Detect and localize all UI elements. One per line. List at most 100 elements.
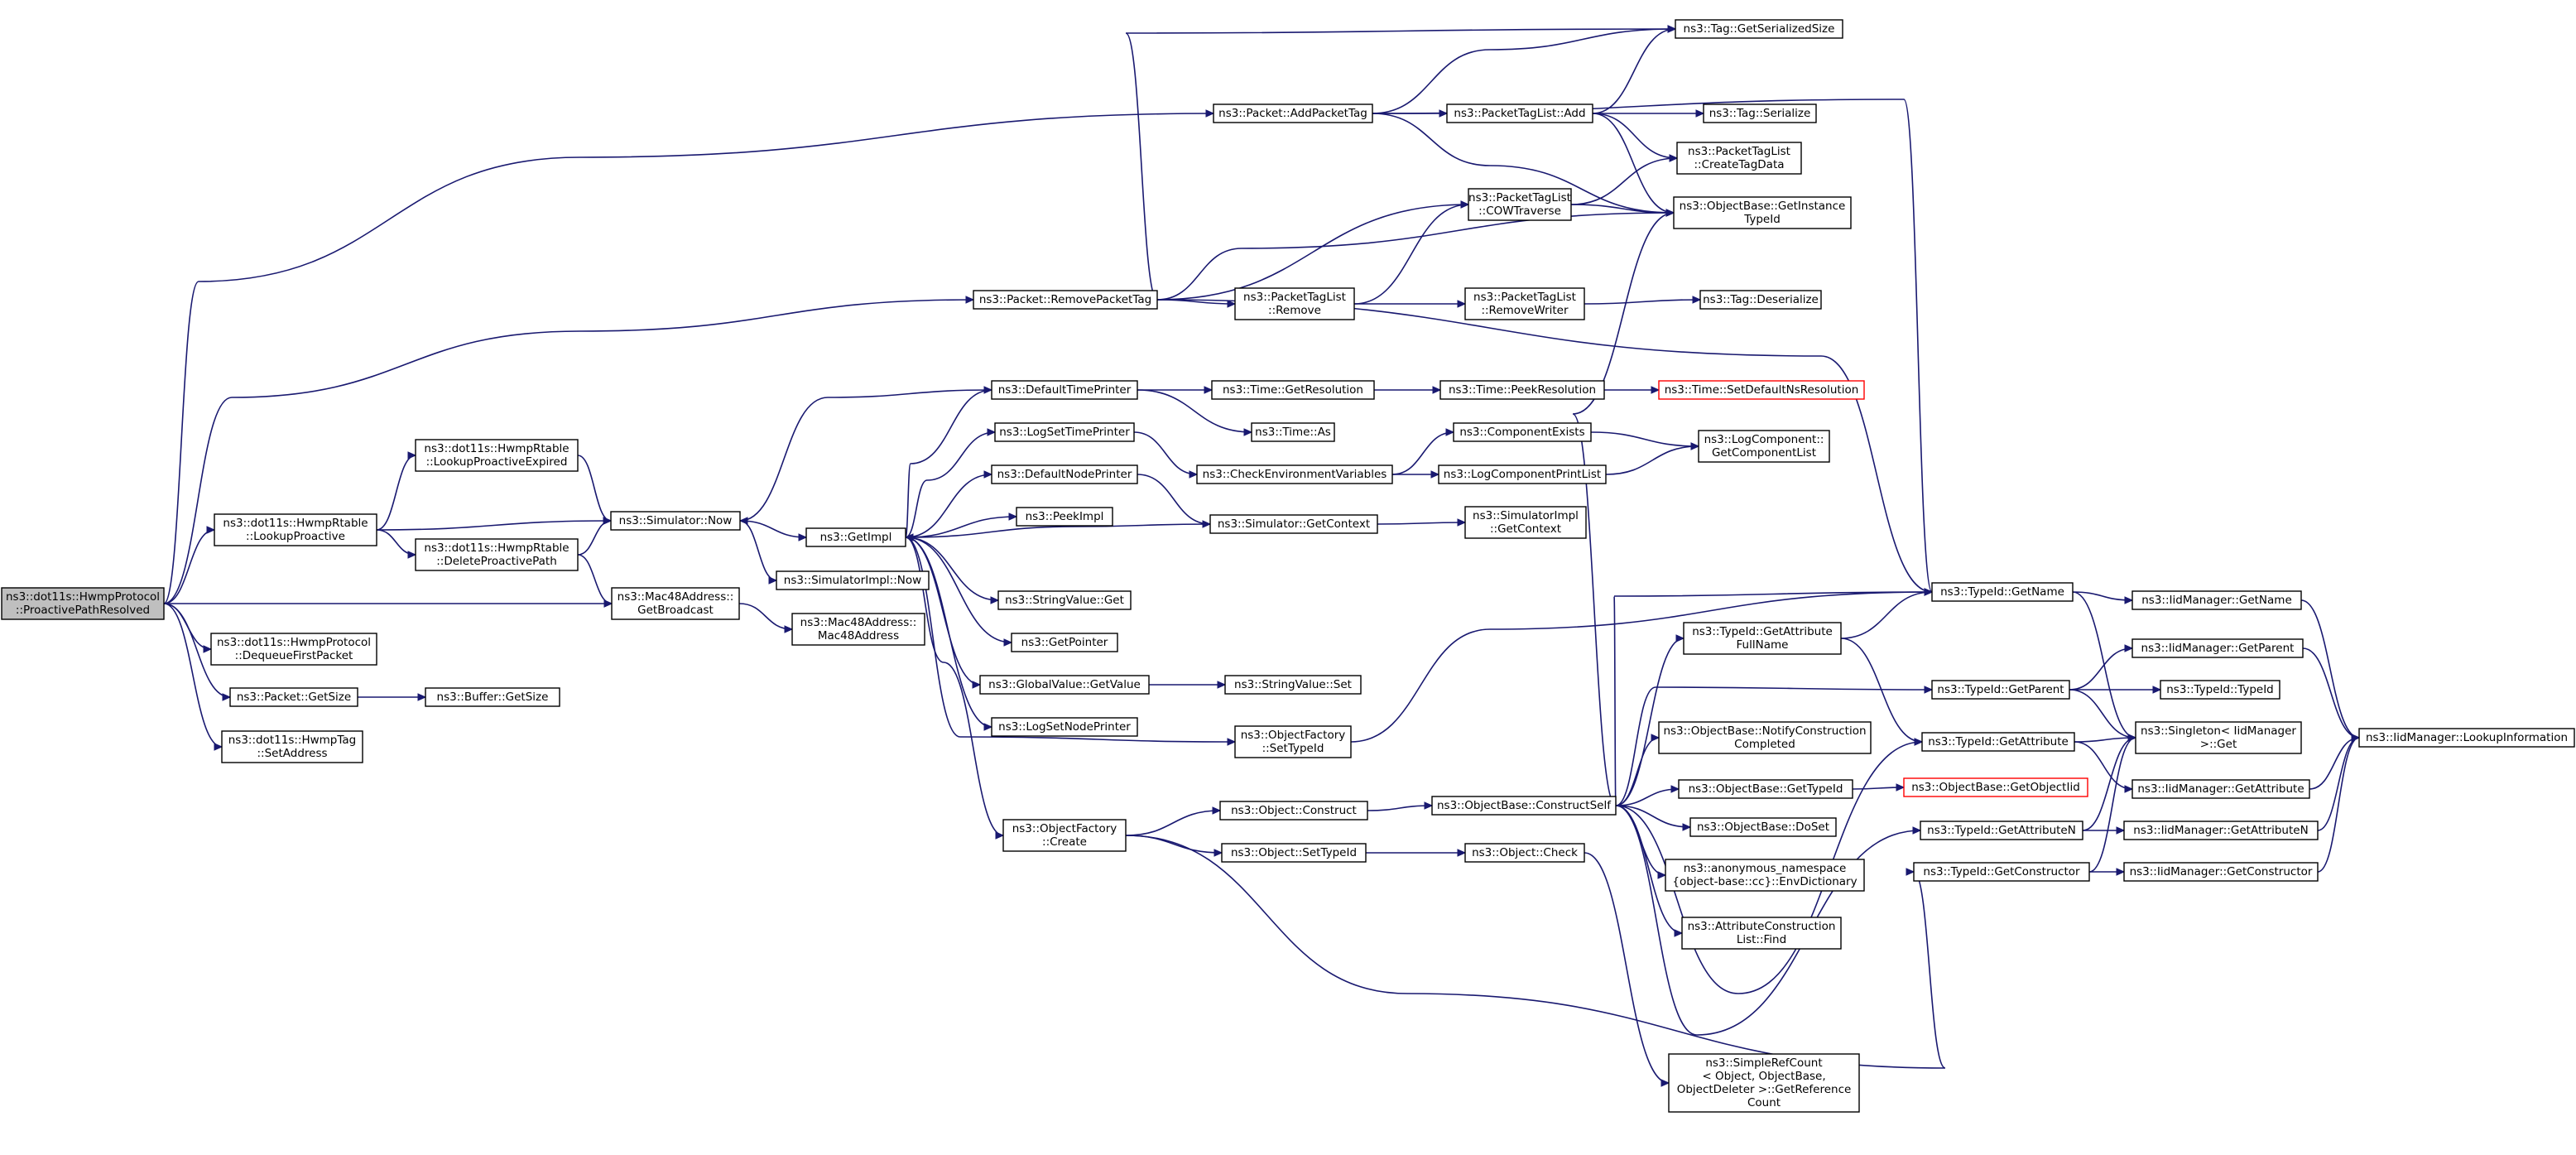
node-label: ns3::LogComponentPrintList <box>1444 468 1601 481</box>
graph-node-iidGetName[interactable]: ns3::IidManager::GetName <box>2131 590 2302 610</box>
graph-node-stringValueSet[interactable]: ns3::StringValue::Set <box>1224 675 1362 695</box>
graph-node-addPacketTag[interactable]: ns3::Packet::AddPacketTag <box>1213 103 1373 123</box>
graph-node-root[interactable]: ns3::dot11s::HwmpProtocol::ProactivePath… <box>1 587 165 620</box>
node-label: ::RemoveWriter <box>1481 304 1569 317</box>
graph-node-getComponentList[interactable]: ns3::LogComponent::GetComponentList <box>1698 430 1830 463</box>
graph-node-mac48Address[interactable]: ns3::Mac48Address::Mac48Address <box>791 613 925 646</box>
node-box <box>1011 633 1118 652</box>
node-box <box>1211 380 1375 400</box>
node-label: >::Get <box>2200 738 2237 751</box>
graph-node-removePacketTag[interactable]: ns3::Packet::RemovePacketTag <box>973 290 1158 310</box>
call-edge <box>2088 734 2137 873</box>
graph-node-setDefaultNsResolution[interactable]: ns3::Time::SetDefaultNsResolution <box>1658 380 1865 400</box>
graph-node-getPointer[interactable]: ns3::GetPointer <box>1011 633 1118 652</box>
call-edge <box>1133 431 1199 479</box>
graph-node-objectBaseGetTypeId[interactable]: ns3::ObjectBase::GetTypeId <box>1678 779 1853 799</box>
graph-node-setAddress[interactable]: ns3::dot11s::HwmpTag::SetAddress <box>221 730 363 763</box>
arrowhead <box>1651 734 1660 742</box>
node-label: Completed <box>1734 738 1795 751</box>
node-label: ns3::Object::SetTypeId <box>1231 846 1357 859</box>
graph-node-iidGetConstructor[interactable]: ns3::IidManager::GetConstructor <box>2123 862 2319 882</box>
node-box <box>1678 779 1853 799</box>
graph-node-typeIdGetParent[interactable]: ns3::TypeId::GetParent <box>1931 680 2070 700</box>
graph-node-peekImpl[interactable]: ns3::PeekImpl <box>1016 507 1113 527</box>
call-edge <box>163 109 1215 604</box>
graph-node-lookupProactive[interactable]: ns3::dot11s::HwmpRtable::LookupProactive <box>214 513 377 546</box>
node-box <box>1213 103 1373 123</box>
graph-node-componentExists[interactable]: ns3::ComponentExists <box>1453 422 1592 442</box>
graph-node-typeIdTypeId[interactable]: ns3::TypeId::TypeId <box>2160 680 2280 700</box>
graph-node-defaultTimePrinter[interactable]: ns3::DefaultTimePrinter <box>991 380 1138 400</box>
graph-node-simulatorNow[interactable]: ns3::Simulator::Now <box>610 511 741 531</box>
node-label: List::Find <box>1737 933 1786 946</box>
graph-node-defaultNodePrinter[interactable]: ns3::DefaultNodePrinter <box>991 464 1138 484</box>
graph-node-tagGetSerializedSize[interactable]: ns3::Tag::GetSerializedSize <box>1675 19 1843 39</box>
graph-node-globalValueGetValue[interactable]: ns3::GlobalValue::GetValue <box>979 675 1150 695</box>
graph-node-simulatorGetContext[interactable]: ns3::Simulator::GetContext <box>1209 514 1378 534</box>
graph-node-tagSerialize[interactable]: ns3::Tag::Serialize <box>1703 103 1817 123</box>
node-label: ns3::DefaultTimePrinter <box>998 383 1132 397</box>
graph-node-objectFactoryCreate[interactable]: ns3::ObjectFactory::Create <box>1002 819 1127 852</box>
graph-node-iidGetAttribute[interactable]: ns3::IidManager::GetAttribute <box>2131 779 2310 799</box>
graph-node-tagDeserialize[interactable]: ns3::Tag::Deserialize <box>1699 290 1822 310</box>
graph-node-objectCheck[interactable]: ns3::Object::Check <box>1464 843 1585 863</box>
call-edge <box>1377 518 1467 527</box>
call-edge <box>1354 300 1467 308</box>
graph-node-timePeekResolution[interactable]: ns3::Time::PeekResolution <box>1439 380 1605 400</box>
graph-node-objectConstruct[interactable]: ns3::Object::Construct <box>1219 801 1368 821</box>
graph-node-typeIdGetAttribute[interactable]: ns3::TypeId::GetAttribute <box>1921 732 2075 752</box>
graph-node-objectSetTypeId[interactable]: ns3::Object::SetTypeId <box>1221 843 1367 863</box>
graph-node-timeAs[interactable]: ns3::Time::As <box>1251 422 1335 442</box>
graph-node-typeIdGetName[interactable]: ns3::TypeId::GetName <box>1931 582 2074 602</box>
graph-node-iidGetParent[interactable]: ns3::IidManager::GetParent <box>2131 638 2304 658</box>
node-box <box>805 527 906 547</box>
graph-node-constructSelf[interactable]: ns3::ObjectBase::ConstructSelf <box>1431 796 1617 816</box>
node-label: ns3::CheckEnvironmentVariables <box>1203 468 1387 481</box>
graph-node-getBroadcast[interactable]: ns3::Mac48Address::GetBroadcast <box>611 587 740 620</box>
graph-node-packetTagListAdd[interactable]: ns3::PacketTagList::Add <box>1446 103 1593 123</box>
graph-node-singletonGet[interactable]: ns3::Singleton< IidManager >::Get <box>2135 721 2302 754</box>
graph-node-notifyConstructionCompleted[interactable]: ns3::ObjectBase::NotifyConstructionCompl… <box>1658 721 1872 754</box>
call-edge <box>1592 25 1677 114</box>
graph-node-packetGetSize[interactable]: ns3::Packet::GetSize <box>229 687 358 707</box>
node-box <box>1234 725 1352 758</box>
node-label: ns3::ObjectBase::GetTypeId <box>1689 782 1843 796</box>
graph-node-timeGetResolution[interactable]: ns3::Time::GetResolution <box>1211 380 1375 400</box>
graph-node-dequeueFirstPacket[interactable]: ns3::dot11s::HwmpProtocol::DequeueFirstP… <box>210 633 377 666</box>
graph-node-getImpl[interactable]: ns3::GetImpl <box>805 527 906 547</box>
arrowhead <box>1651 386 1660 394</box>
graph-node-cowTraverse[interactable]: ns3::PacketTagList::COWTraverse <box>1468 188 1572 221</box>
graph-node-getObjectIid[interactable]: ns3::ObjectBase::GetObjectIid <box>1903 777 2088 797</box>
arrowhead <box>222 693 232 701</box>
graph-node-packetTagListRemove[interactable]: ns3::PacketTagList::Remove <box>1234 287 1355 320</box>
graph-node-stringValueGet[interactable]: ns3::StringValue::Get <box>997 590 1132 610</box>
graph-node-bufferGetSize[interactable]: ns3::Buffer::GetSize <box>425 687 560 707</box>
graph-node-envDictionary[interactable]: ns3::anonymous_namespace{object-base::cc… <box>1665 859 1865 892</box>
graph-node-iidGetAttributeN[interactable]: ns3::IidManager::GetAttributeN <box>2123 821 2319 840</box>
arrowhead <box>1669 154 1679 162</box>
graph-node-deleteProactivePath[interactable]: ns3::dot11s::HwmpRtable::DeleteProactive… <box>415 538 579 571</box>
graph-node-logSetTimePrinter[interactable]: ns3::LogSetTimePrinter <box>994 422 1135 442</box>
graph-node-createTagData[interactable]: ns3::PacketTagList::CreateTagData <box>1676 142 1802 175</box>
graph-node-getAttributeN[interactable]: ns3::TypeId::GetAttributeN <box>1920 821 2083 840</box>
arrowhead <box>1003 638 1013 647</box>
graph-node-simImplGetContext[interactable]: ns3::SimulatorImpl::GetContext <box>1464 506 1587 539</box>
graph-node-lookupProactiveExpired[interactable]: ns3::dot11s::HwmpRtable::LookupProactive… <box>415 439 579 472</box>
graph-node-lookupInformation[interactable]: ns3::IidManager::LookupInformation <box>2358 728 2575 748</box>
node-label: ns3::Time::SetDefaultNsResolution <box>1665 383 1859 397</box>
graph-node-logComponentPrintList[interactable]: ns3::LogComponentPrintList <box>1438 464 1607 484</box>
graph-node-objectFactorySetTypeId[interactable]: ns3::ObjectFactory::SetTypeId <box>1234 725 1352 758</box>
graph-node-checkEnvVars[interactable]: ns3::CheckEnvironmentVariables <box>1196 464 1393 484</box>
graph-node-simImplNow[interactable]: ns3::SimulatorImpl::Now <box>776 570 930 590</box>
graph-node-objectBaseDoSet[interactable]: ns3::ObjectBase::DoSet <box>1689 817 1837 837</box>
graph-node-logSetNodePrinter[interactable]: ns3::LogSetNodePrinter <box>991 717 1138 737</box>
graph-node-getConstructor[interactable]: ns3::TypeId::GetConstructor <box>1913 862 2090 882</box>
call-edge <box>1125 835 1946 1069</box>
node-label: ns3::Mac48Address:: <box>800 616 917 629</box>
graph-node-removeWriter[interactable]: ns3::PacketTagList::RemoveWriter <box>1464 287 1585 320</box>
graph-node-simpleRefCountGetReferenceCount[interactable]: ns3::SimpleRefCount< Object, ObjectBase,… <box>1668 1053 1860 1113</box>
node-label: ::SetAddress <box>257 747 327 760</box>
